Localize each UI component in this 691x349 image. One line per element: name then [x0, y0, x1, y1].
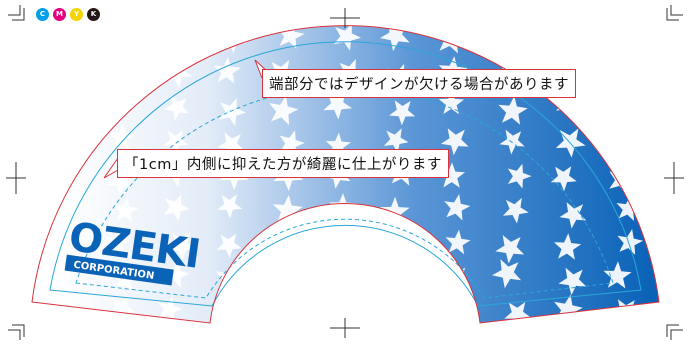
cut-line: [31, 25, 660, 324]
inner-guide-callout: 「1cm」内側に抑えた方が綺麗に仕上がります: [117, 149, 449, 178]
cmyk-dot-k: K: [87, 8, 100, 21]
star-icon: [217, 132, 245, 159]
star-icon: [502, 197, 529, 224]
star-icon: [665, 27, 690, 52]
edge-warning-callout: 端部分ではデザインが欠ける場合があります: [262, 69, 576, 98]
star-icon: [613, 55, 639, 83]
star-icon: [163, 194, 190, 222]
star-icon: [662, 60, 691, 88]
star-icon: [213, 56, 241, 84]
star-icon: [498, 25, 526, 55]
star-icon: [495, 235, 525, 264]
star-icon: [660, 230, 686, 256]
star-icon: [107, 295, 136, 324]
star-icon: [272, 194, 303, 224]
cmyk-dot-c: C: [36, 8, 49, 21]
star-icon: [671, 91, 691, 115]
star-icon: [507, 163, 532, 189]
star-icon: [603, 261, 632, 289]
star-icon: [383, 297, 408, 323]
star-icon: [216, 233, 242, 259]
star-icon: [333, 25, 361, 51]
cmyk-dot-m: M: [53, 8, 66, 21]
star-icon: [441, 302, 468, 324]
star-icon: [383, 128, 409, 153]
star-icon: [550, 166, 577, 192]
star-icon: [391, 233, 420, 261]
star-icon: [550, 30, 578, 58]
cmyk-marks: C M Y K: [36, 8, 100, 21]
star-icon: [113, 197, 139, 223]
star-icon: [103, 63, 131, 91]
star-icon: [662, 298, 689, 325]
cmyk-dot-y: Y: [70, 8, 83, 21]
star-icon: [606, 93, 632, 120]
star-icon: [213, 296, 241, 324]
star-icon: [668, 265, 691, 291]
star-icon: [108, 27, 134, 53]
star-icon: [167, 232, 197, 261]
star-icon: [275, 265, 304, 292]
star-icon: [438, 90, 464, 115]
star-icon: [108, 123, 136, 150]
star-icon: [164, 95, 189, 121]
star-icon: [277, 25, 305, 49]
star-icon: [162, 28, 188, 54]
star-icon: [492, 259, 522, 289]
star-icon: [558, 267, 587, 296]
star-icon: [218, 98, 247, 126]
star-icon: [104, 228, 131, 255]
star-icon: [269, 95, 299, 126]
star-icon: [445, 229, 471, 255]
star-icon: [660, 199, 688, 227]
star-icon: [282, 231, 309, 259]
star-icon: [163, 130, 189, 155]
star-icon: [323, 263, 351, 290]
star-icon: [611, 27, 638, 52]
star-icon: [217, 194, 243, 219]
star-icon: [334, 231, 359, 258]
star-icon: [665, 131, 691, 160]
star-icon: [277, 303, 302, 324]
star-icon: [673, 160, 691, 187]
star-icon: [616, 196, 642, 221]
logo-subtitle-bar: [64, 254, 174, 286]
star-icon: [390, 261, 415, 287]
star-icon: [554, 233, 582, 260]
star-icon: [438, 162, 466, 188]
star-icon: [444, 194, 471, 221]
registration-marks: [6, 5, 684, 340]
star-icon: [610, 131, 640, 162]
star-icon: [617, 229, 644, 255]
safe-area-line: [49, 41, 642, 307]
star-icon: [498, 95, 528, 125]
star-icon: [559, 202, 587, 229]
star-icon: [504, 302, 531, 324]
star-icon: [389, 100, 416, 126]
star-icon: [326, 295, 352, 321]
star-icon: [323, 91, 352, 120]
star-icon: [158, 296, 183, 322]
star-icon: [440, 128, 469, 156]
